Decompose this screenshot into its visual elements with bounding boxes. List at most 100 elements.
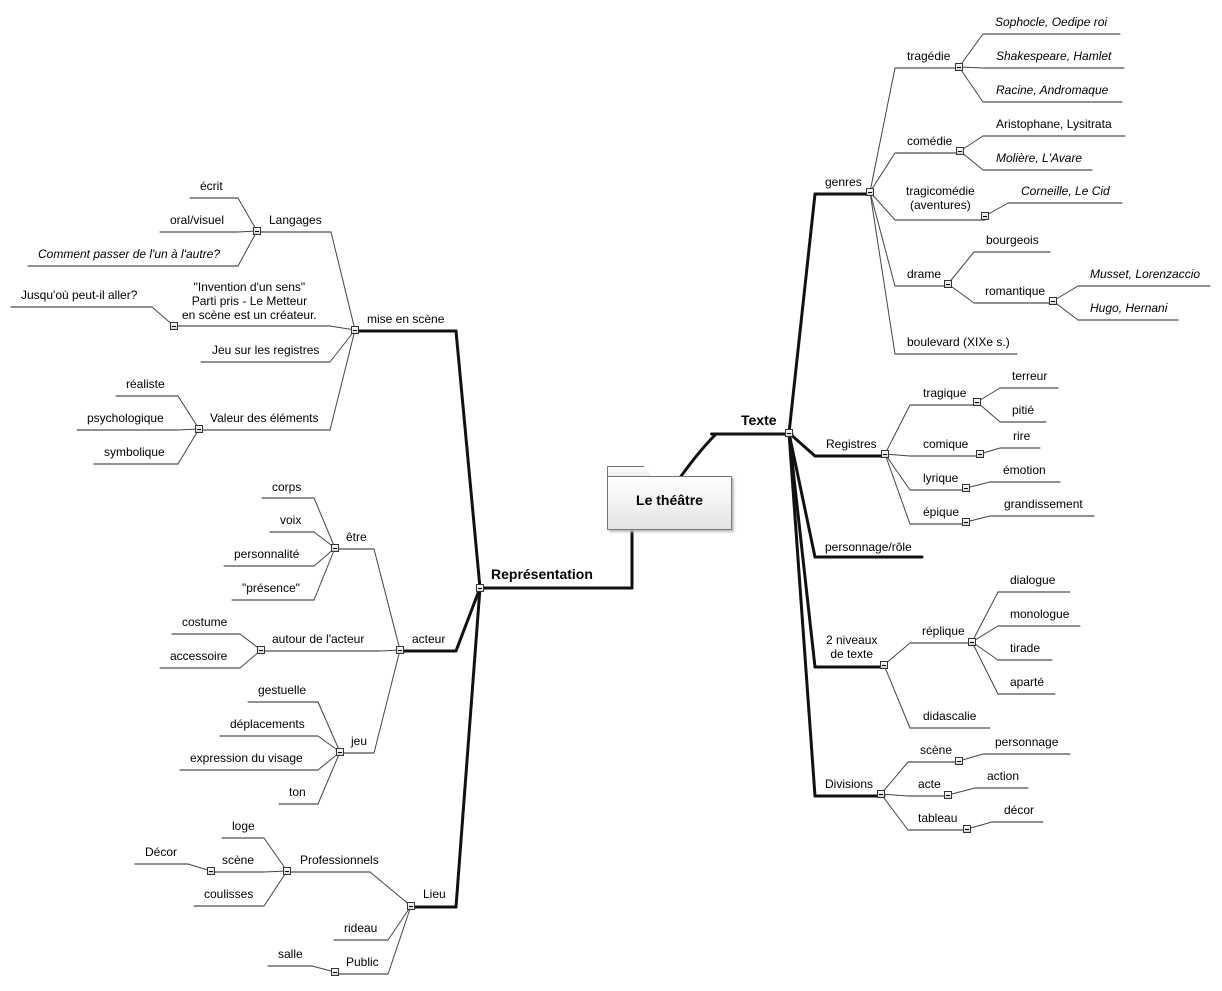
collapse-toggle-icon[interactable] (955, 63, 963, 71)
node-dialogue[interactable]: dialogue (1010, 573, 1056, 587)
node-persorole[interactable]: personnage/rôle (825, 540, 912, 554)
node-musset[interactable]: Musset, Lorenzaccio (1090, 267, 1201, 281)
collapse-toggle-icon[interactable] (1049, 297, 1057, 305)
node-tableau[interactable]: tableau (918, 811, 958, 825)
node-oral[interactable]: oral/visuel (170, 213, 225, 227)
node-corneille[interactable]: Corneille, Le Cid (1021, 184, 1110, 198)
collapse-toggle-icon[interactable] (880, 661, 888, 669)
node-rideau[interactable]: rideau (344, 921, 378, 935)
collapse-toggle-icon[interactable] (968, 638, 976, 646)
node-boulevard[interactable]: boulevard (XIXe s.) (907, 335, 1010, 349)
node-racine[interactable]: Racine, Andromaque (996, 83, 1109, 97)
node-scene1[interactable]: scène (222, 853, 255, 867)
node-ton[interactable]: ton (289, 785, 306, 799)
node-symbo[interactable]: symbolique (104, 445, 165, 459)
collapse-toggle-icon[interactable] (257, 646, 265, 654)
node-txt[interactable]: Texte (741, 412, 777, 428)
node-autour[interactable]: autour de l'acteur (272, 632, 365, 646)
node-invention[interactable]: "Invention d'un sens"Parti pris - Le Met… (182, 280, 317, 322)
node-shakes[interactable]: Shakespeare, Hamlet (996, 49, 1112, 63)
collapse-toggle-icon[interactable] (944, 791, 952, 799)
node-hugo[interactable]: Hugo, Hernani (1090, 301, 1168, 315)
node-salle[interactable]: salle (278, 947, 303, 961)
collapse-toggle-icon[interactable] (336, 748, 344, 756)
collapse-toggle-icon[interactable] (955, 757, 963, 765)
collapse-toggle-icon[interactable] (195, 425, 203, 433)
collapse-toggle-icon[interactable] (170, 322, 178, 330)
node-prof[interactable]: Professionnels (300, 853, 379, 867)
collapse-toggle-icon[interactable] (944, 280, 952, 288)
node-lang[interactable]: Langages (269, 213, 322, 227)
node-psycho[interactable]: psychologique (87, 411, 164, 425)
node-rep[interactable]: Représentation (491, 566, 593, 582)
node-pitie[interactable]: pitié (1012, 403, 1035, 417)
node-aristo[interactable]: Aristophane, Lysitrata (996, 117, 1112, 131)
node-valeur[interactable]: Valeur des éléments (210, 411, 319, 425)
node-divisions[interactable]: Divisions (825, 777, 874, 791)
collapse-toggle-icon[interactable] (785, 429, 793, 437)
node-expr[interactable]: expression du visage (190, 751, 303, 765)
node-personnage[interactable]: personnage (995, 735, 1059, 749)
node-coulisses[interactable]: coulisses (204, 887, 254, 901)
node-moliere[interactable]: Molière, L'Avare (996, 151, 1083, 165)
collapse-toggle-icon[interactable] (877, 790, 885, 798)
node-jeu[interactable]: jeu (351, 734, 368, 748)
node-didasc[interactable]: didascalie (923, 709, 977, 723)
node-access[interactable]: accessoire (170, 649, 228, 663)
collapse-toggle-icon[interactable] (407, 902, 415, 910)
node-decor1[interactable]: Décor (145, 845, 178, 859)
node-tragedie[interactable]: tragédie (907, 49, 951, 63)
collapse-toggle-icon[interactable] (866, 188, 874, 196)
node-genres[interactable]: genres (825, 175, 862, 189)
node-etre[interactable]: être (346, 530, 367, 544)
collapse-toggle-icon[interactable] (881, 450, 889, 458)
collapse-toggle-icon[interactable] (981, 212, 989, 220)
node-tragico[interactable]: tragicomédie(aventures) (906, 184, 975, 212)
node-comment[interactable]: Comment passer de l'un à l'autre? (38, 247, 221, 261)
node-gestuelle[interactable]: gestuelle (258, 683, 307, 697)
node-mes[interactable]: mise en scène (367, 312, 445, 326)
node-voix[interactable]: voix (280, 513, 302, 527)
collapse-toggle-icon[interactable] (331, 544, 339, 552)
node-aparte[interactable]: aparté (1010, 675, 1045, 689)
node-deplac[interactable]: déplacements (230, 717, 305, 731)
node-scene2[interactable]: scène (920, 743, 953, 757)
node-tragique[interactable]: tragique (923, 386, 967, 400)
collapse-toggle-icon[interactable] (351, 326, 359, 334)
node-sopho[interactable]: Sophocle, Oedipe roi (995, 15, 1108, 29)
node-perso[interactable]: personnalité (234, 547, 300, 561)
root-node[interactable] (607, 476, 732, 530)
node-act[interactable]: acteur (412, 632, 446, 646)
node-romantique[interactable]: romantique (985, 284, 1046, 298)
node-epique[interactable]: épique (923, 505, 960, 519)
node-decor2[interactable]: décor (1004, 803, 1035, 817)
node-drame[interactable]: drame (907, 267, 942, 281)
node-loge[interactable]: loge (232, 819, 255, 833)
collapse-toggle-icon[interactable] (476, 584, 484, 592)
node-public[interactable]: Public (346, 955, 379, 969)
node-registres[interactable]: Registres (826, 437, 877, 451)
collapse-toggle-icon[interactable] (253, 227, 261, 235)
collapse-toggle-icon[interactable] (331, 968, 339, 976)
node-costume[interactable]: costume (182, 615, 228, 629)
collapse-toggle-icon[interactable] (396, 646, 404, 654)
node-terreur[interactable]: terreur (1012, 369, 1048, 383)
node-jeureg[interactable]: Jeu sur les registres (212, 343, 320, 357)
node-bourgeois[interactable]: bourgeois (986, 233, 1039, 247)
node-emotion[interactable]: émotion (1003, 463, 1046, 477)
node-lyrique[interactable]: lyrique (923, 471, 959, 485)
node-monologue[interactable]: monologue (1010, 607, 1070, 621)
node-corps[interactable]: corps (272, 480, 302, 494)
node-presence[interactable]: "présence" (242, 581, 300, 595)
collapse-toggle-icon[interactable] (956, 147, 964, 155)
collapse-toggle-icon[interactable] (962, 518, 970, 526)
node-comedie[interactable]: comédie (907, 134, 953, 148)
collapse-toggle-icon[interactable] (283, 867, 291, 875)
node-realiste[interactable]: réaliste (126, 377, 165, 391)
collapse-toggle-icon[interactable] (973, 398, 981, 406)
node-replique[interactable]: réplique (922, 624, 965, 638)
collapse-toggle-icon[interactable] (962, 484, 970, 492)
collapse-toggle-icon[interactable] (976, 450, 984, 458)
node-comique[interactable]: comique (923, 437, 969, 451)
